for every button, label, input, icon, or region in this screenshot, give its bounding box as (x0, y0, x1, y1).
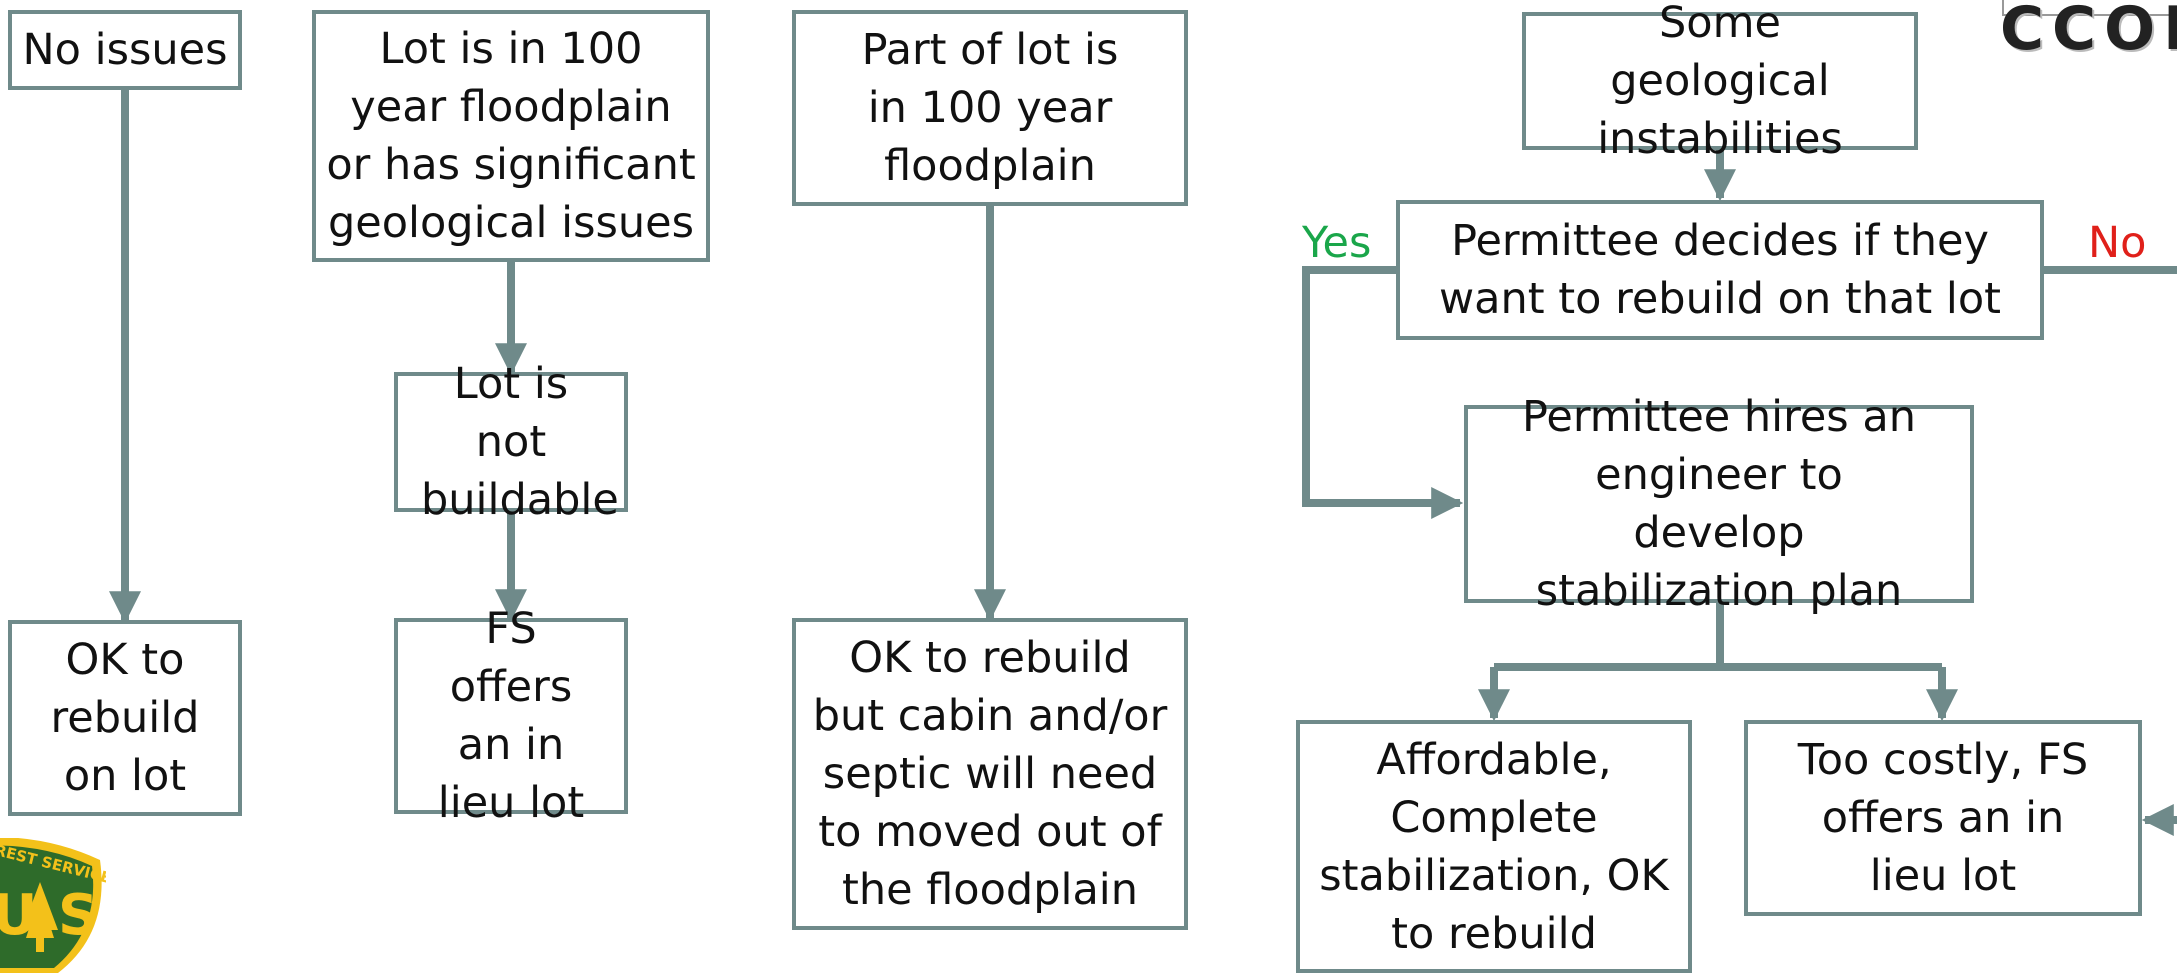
arrow-yes-to-engineer (1302, 266, 1464, 519)
svg-text:U: U (0, 883, 37, 948)
box-floodplain-geo: Lot is in 100 year floodplain or has sig… (312, 10, 710, 262)
box-text: OK to rebuild but cabin and/or septic wi… (812, 633, 1168, 915)
box-text: OK to rebuild on lot (50, 635, 200, 801)
ccorp-logo-text: CCORP (2000, 0, 2177, 52)
box-text: Permittee hires an engineer to develop s… (1522, 392, 1916, 616)
box-text: Too costly, FS offers an in lieu lot (1797, 735, 2089, 901)
svg-text:S: S (58, 883, 98, 948)
box-text: FS offers an in lieu lot (437, 604, 585, 828)
ccorp-logo-frame (2002, 0, 2177, 16)
box-some-geo: Some geological instabilities (1522, 0, 1918, 164)
box-text: Some geological instabilities (1597, 0, 1843, 164)
box-text: Lot is not buildable (421, 359, 619, 525)
label-yes: Yes (1302, 218, 1372, 268)
box-text: Affordable, Complete stabilization, OK t… (1319, 734, 1669, 959)
box-not-buildable: Lot is not buildable (394, 359, 628, 525)
label-no: No (2088, 218, 2147, 268)
box-permittee-decides: Permittee decides if they want to rebuil… (1396, 200, 2044, 340)
usfs-shield-logo: FOREST SERVICE U S (0, 838, 106, 973)
box-ok-rebuild-but: OK to rebuild but cabin and/or septic wi… (792, 618, 1188, 930)
box-text: Lot is in 100 year floodplain or has sig… (326, 24, 696, 248)
box-fs-in-lieu: FS offers an in lieu lot (394, 604, 628, 828)
box-text: No issues (22, 25, 228, 75)
box-text: Part of lot is in 100 year floodplain (861, 25, 1119, 191)
box-text: Permittee decides if they want to rebuil… (1438, 216, 2002, 324)
box-too-costly: Too costly, FS offers an in lieu lot (1744, 720, 2142, 916)
box-no-issues: No issues (8, 10, 242, 90)
box-affordable: Affordable, Complete stabilization, OK t… (1296, 720, 1692, 973)
ccorp-logo: CCORP (1996, 0, 2177, 52)
box-part-floodplain: Part of lot is in 100 year floodplain (792, 10, 1188, 206)
box-hires-engineer: Permittee hires an engineer to develop s… (1464, 392, 1974, 616)
box-ok-rebuild-lot: OK to rebuild on lot (8, 620, 242, 816)
